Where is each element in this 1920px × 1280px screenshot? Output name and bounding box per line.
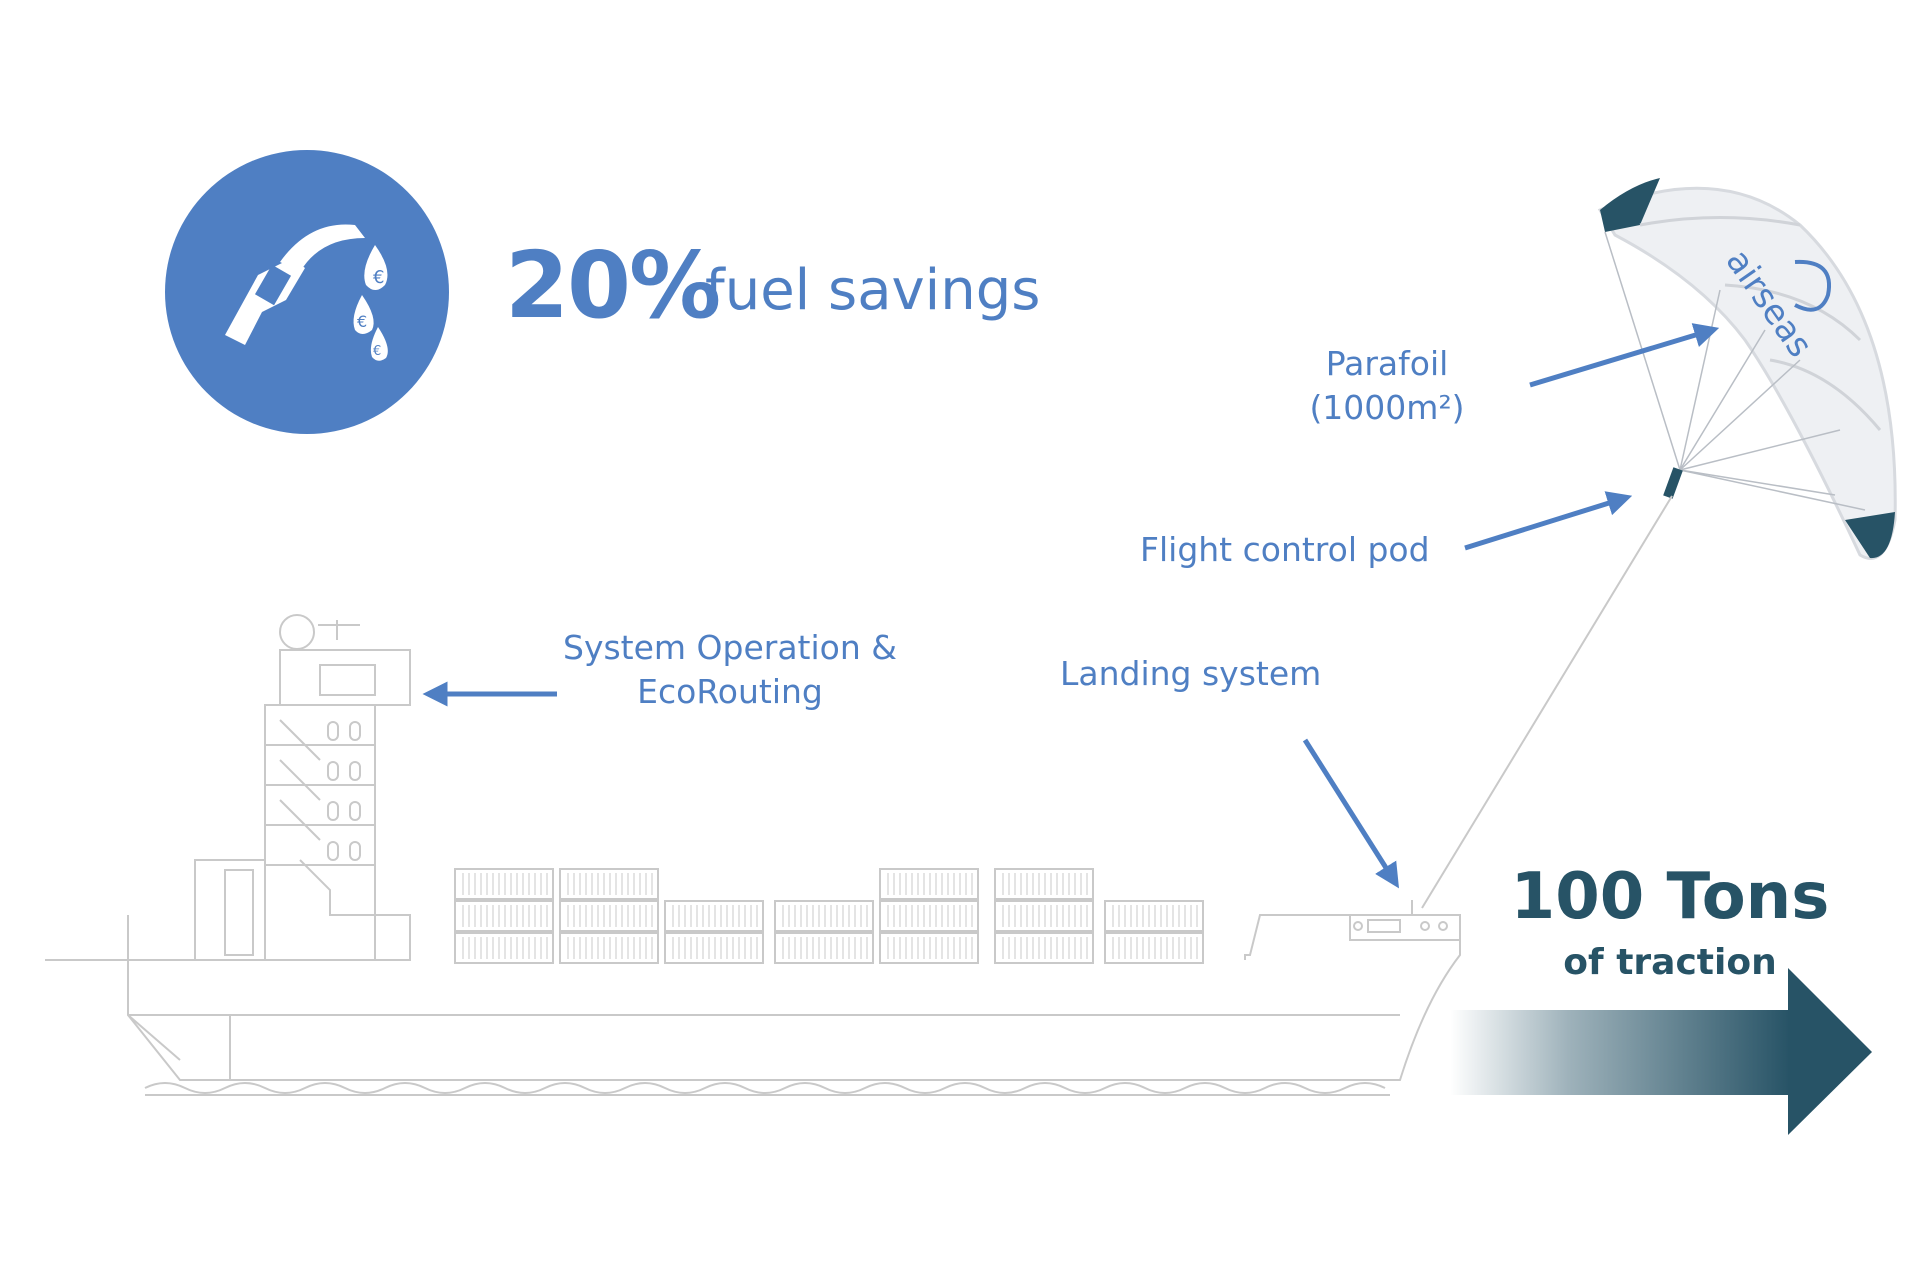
container-box: [994, 900, 1094, 932]
container-box: [774, 900, 874, 932]
parafoil-area: (1000m²): [1309, 388, 1465, 427]
container-box: [454, 900, 554, 932]
container-box: [559, 868, 659, 900]
traction-value: 100 Tons: [1510, 860, 1830, 934]
container-box: [559, 932, 659, 964]
container-box: [994, 932, 1094, 964]
landing-system-label: Landing system: [1060, 654, 1322, 693]
container-box: [664, 932, 764, 964]
container-box: [994, 868, 1094, 900]
container-box: [454, 868, 554, 900]
svg-text:€: €: [373, 344, 381, 359]
landing-arrow: [1302, 738, 1400, 889]
container-box: [774, 932, 874, 964]
container-box: [879, 932, 979, 964]
container-box: [664, 900, 764, 932]
parafoil-arrow: [1529, 323, 1720, 388]
container-box: [454, 932, 554, 964]
container-box: [879, 868, 979, 900]
container-box: [559, 900, 659, 932]
parafoil-callout: Parafoil (1000m²): [1272, 342, 1502, 430]
container-box: [1104, 900, 1204, 932]
svg-text:€: €: [357, 312, 367, 331]
container-box: [1104, 932, 1204, 964]
parafoil-label: Parafoil: [1325, 344, 1449, 383]
callout-arrows: [422, 323, 1720, 889]
traction-arrow-icon: [1450, 968, 1872, 1135]
pod-arrow: [1464, 491, 1633, 551]
system-operation-callout: System Operation & EcoRouting: [550, 626, 910, 714]
flight-control-pod-label: Flight control pod: [1140, 530, 1430, 569]
container-box: [879, 900, 979, 932]
ecorouting-label: EcoRouting: [637, 672, 823, 711]
fuel-pump-nozzle-icon: € € €: [165, 150, 449, 434]
fuel-savings-label: fuel savings: [705, 258, 1041, 323]
fuel-savings-value: 20%: [505, 232, 721, 339]
system-operation-label: System Operation &: [563, 628, 897, 667]
svg-text:€: €: [373, 267, 384, 288]
parafoil-kite: airseas: [1421, 178, 1897, 909]
cargo-ship: [45, 614, 1461, 1096]
traction-label: of traction: [1563, 942, 1777, 983]
